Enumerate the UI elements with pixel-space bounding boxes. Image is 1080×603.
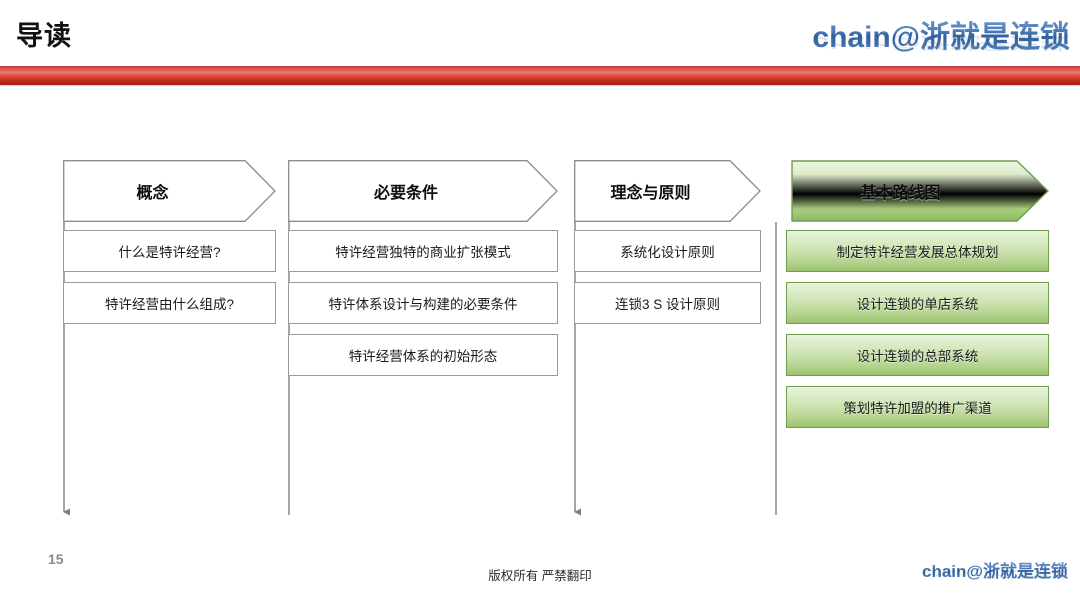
copyright-notice: 版权所有 严禁翻印	[488, 569, 592, 583]
footer-logo-text: chain@浙就是连锁	[922, 557, 1068, 582]
chevron-shape-icon	[288, 160, 558, 222]
flow-column-3: 理念与原则 系统化设计原则 连锁3 S 设计原则	[574, 160, 761, 324]
flow-column-2: 必要条件 特许经营独特的商业扩张模式 特许体系设计与构建的必要条件 特许经营体系…	[288, 160, 558, 376]
page-number: 15	[48, 551, 64, 567]
list-item[interactable]: 什么是特许经营?	[63, 230, 276, 272]
column-items-2: 特许经营独特的商业扩张模式 特许体系设计与构建的必要条件 特许经营体系的初始形态	[288, 230, 558, 386]
column-header-label-3: 理念与原则	[610, 185, 691, 202]
column-header-1[interactable]: 概念	[63, 160, 276, 222]
list-item[interactable]: 特许经营由什么组成?	[63, 282, 276, 324]
slide-header: 导读 chain@浙就是连锁 chain@浙就是连锁	[0, 0, 1080, 62]
column-items-4: 制定特许经营发展总体规划 设计连锁的单店系统 设计连锁的总部系统 策划特许加盟的…	[786, 230, 1049, 438]
column-header-4[interactable]: 基本路线图	[786, 160, 1049, 222]
column-header-label-4: 基本路线图	[860, 185, 941, 202]
list-item[interactable]: 特许体系设计与构建的必要条件	[288, 282, 558, 324]
flow-column-1: 概念 什么是特许经营? 特许经营由什么组成?	[63, 160, 276, 324]
list-item[interactable]: 策划特许加盟的推广渠道	[786, 386, 1049, 428]
footer-brand-logo: chain@浙就是连锁 chain@浙就是连锁	[922, 557, 1068, 582]
chevron-shape-icon	[63, 160, 276, 222]
header-logo-text: chain@浙就是连锁	[812, 12, 1070, 56]
list-item[interactable]: 系统化设计原则	[574, 230, 761, 272]
page-title: 导读	[16, 21, 72, 51]
red-divider-bar	[0, 66, 1080, 85]
column-header-3[interactable]: 理念与原则	[574, 160, 761, 222]
column-header-label-1: 概念	[136, 185, 169, 202]
list-item[interactable]: 特许经营体系的初始形态	[288, 334, 558, 376]
flow-column-4: 基本路线图 制定特许经营发展总体规划 设计连锁的单店系统 设计连锁的总部系统 策…	[786, 160, 1049, 428]
list-item[interactable]: 设计连锁的单店系统	[786, 282, 1049, 324]
slide-footer: 15 版权所有 严禁翻印 chain@浙就是连锁 chain@浙就是连锁	[0, 543, 1080, 603]
list-item[interactable]: 设计连锁的总部系统	[786, 334, 1049, 376]
column-items-3: 系统化设计原则 连锁3 S 设计原则	[574, 230, 761, 334]
list-item[interactable]: 连锁3 S 设计原则	[574, 282, 761, 324]
chevron-shape-icon	[791, 160, 1049, 222]
header-brand-logo: chain@浙就是连锁 chain@浙就是连锁	[812, 12, 1070, 56]
column-items-1: 什么是特许经营? 特许经营由什么组成?	[63, 230, 276, 334]
list-item[interactable]: 特许经营独特的商业扩张模式	[288, 230, 558, 272]
chevron-shape-icon	[574, 160, 761, 222]
column-header-label-2: 必要条件	[373, 185, 438, 202]
column-header-2[interactable]: 必要条件	[288, 160, 558, 222]
list-item[interactable]: 制定特许经营发展总体规划	[786, 230, 1049, 272]
